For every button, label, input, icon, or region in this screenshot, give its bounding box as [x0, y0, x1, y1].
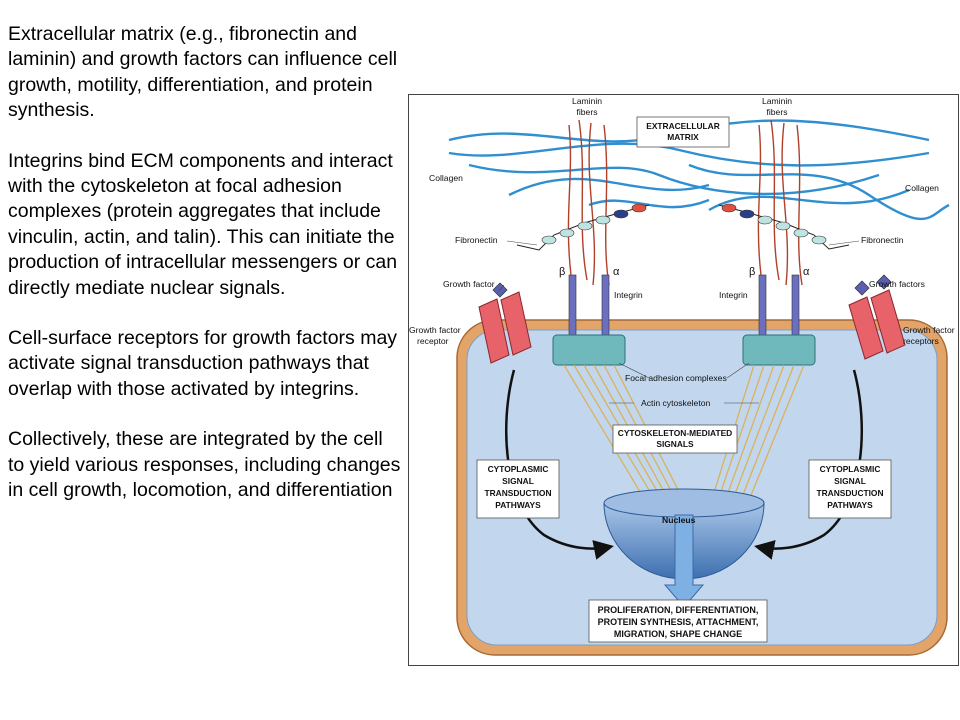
growth-factors-label-right: Growth factors	[869, 279, 925, 289]
right-pathway-arrow	[754, 369, 863, 560]
integrin-label-left: Integrin	[614, 290, 643, 300]
left-pathway-arrow	[505, 369, 614, 560]
responses-label: PROLIFERATION, DIFFERENTIATION,PROTEIN S…	[598, 605, 759, 639]
nucleus-top	[603, 488, 765, 518]
paragraph-integrins: Integrins bind ECM components and intera…	[8, 149, 398, 299]
cyto-left-box	[476, 459, 560, 519]
actin-label: Actin cytoskeleton	[641, 398, 710, 408]
cyto-right-box	[808, 459, 892, 519]
beta-label-left: β	[559, 266, 565, 278]
focal-adhesion-right	[742, 334, 816, 366]
cytoplasm	[466, 329, 938, 646]
laminin-fibers	[567, 119, 803, 286]
leader-lines	[498, 240, 860, 404]
responses-box	[588, 599, 768, 643]
collagen-label-right: Collagen	[905, 183, 939, 193]
growth-factor-label-left: Growth factor	[443, 279, 495, 289]
paragraph-ecm: Extracellular matrix (e.g., fibronectin …	[8, 23, 398, 122]
focal-adhesion-left	[552, 334, 626, 366]
focal-adhesion-label: Focal adhesion complexes	[625, 373, 727, 383]
collagen-label-left: Collagen	[429, 173, 463, 183]
beta-label-right: β	[749, 266, 755, 278]
paragraph-growth-receptors: Cell-surface receptors for growth factor…	[8, 327, 398, 400]
cyto-signals-box	[612, 424, 738, 454]
alpha-label-right: α	[803, 266, 810, 278]
response-arrow	[663, 514, 705, 608]
ecm-box	[636, 116, 730, 148]
fibronectin-right	[718, 203, 850, 250]
alpha-label-left: α	[613, 266, 620, 278]
integrin-label-right: Integrin	[719, 290, 748, 300]
nucleus-label: Nucleus	[662, 515, 696, 525]
growth-factor-receptor-left	[478, 282, 532, 364]
fibronectin-left	[516, 203, 650, 251]
paragraph-integration: Collectively, these are integrated by th…	[8, 428, 401, 502]
fibronectin-label-left: Fibronectin	[455, 235, 498, 245]
growth-factor-receptor-right	[848, 274, 906, 360]
text-column: Extracellular matrix (e.g., fibronectin …	[8, 22, 403, 529]
fibronectin-label-right: Fibronectin	[861, 235, 904, 245]
